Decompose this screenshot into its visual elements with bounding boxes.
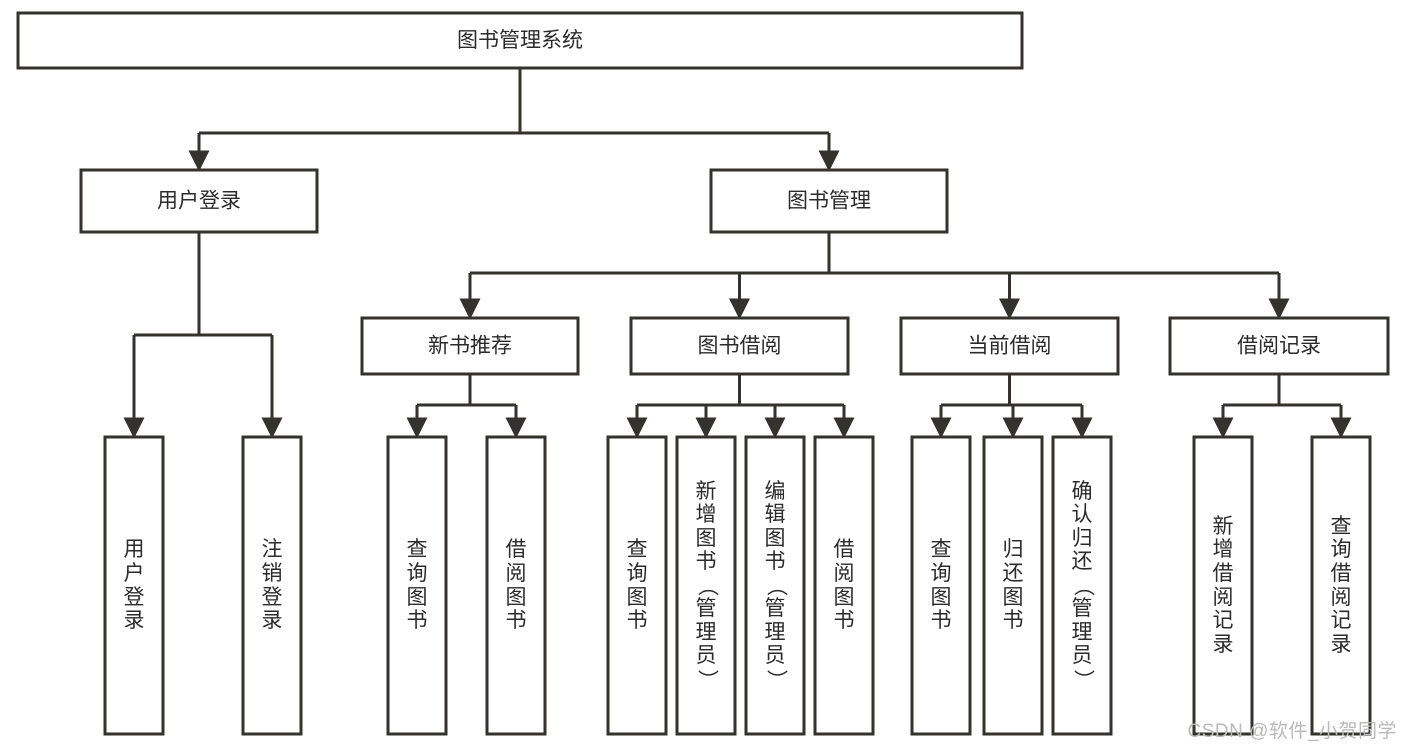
node-label: 当前借阅 [968,335,1052,358]
node-label: 用户登录 [157,190,241,213]
leaf-box-确认归还管理员[interactable] [1051,435,1113,736]
leaf-box-查询借阅记录[interactable] [1310,435,1372,736]
leaf-box-新增图书管理员[interactable] [675,435,737,736]
leaf-box-用户登录[interactable] [103,435,165,736]
node-label: 图书借阅 [698,335,782,358]
node-label: 新书推荐 [428,335,512,358]
leaf-box-归还图书[interactable] [982,435,1044,736]
node-label: 图书管理 [787,190,871,213]
leaf-box-编辑图书管理员[interactable] [744,435,806,736]
node-box-新书推荐[interactable] [360,316,580,376]
leaf-box-新增借阅记录[interactable] [1192,435,1254,736]
connector-layer [123,68,1352,439]
node-box-用户登录[interactable] [79,168,319,234]
node-box-图书管理[interactable] [709,168,949,234]
leaf-box-查询图书[interactable] [606,435,668,736]
node-box-layer [16,11,1390,736]
leaf-box-注销登录[interactable] [241,435,303,736]
node-box-借阅记录[interactable] [1168,316,1390,376]
root-label: 图书管理系统 [457,29,583,52]
node-box-当前借阅[interactable] [899,316,1120,376]
root-box-图书管理系统[interactable] [16,11,1024,70]
leaf-box-查询图书[interactable] [910,435,972,736]
leaf-box-查询图书[interactable] [386,435,448,736]
node-box-图书借阅[interactable] [629,316,850,376]
node-label: 借阅记录 [1237,335,1321,358]
leaf-box-借阅图书[interactable] [485,435,547,736]
leaf-box-借阅图书[interactable] [813,435,875,736]
